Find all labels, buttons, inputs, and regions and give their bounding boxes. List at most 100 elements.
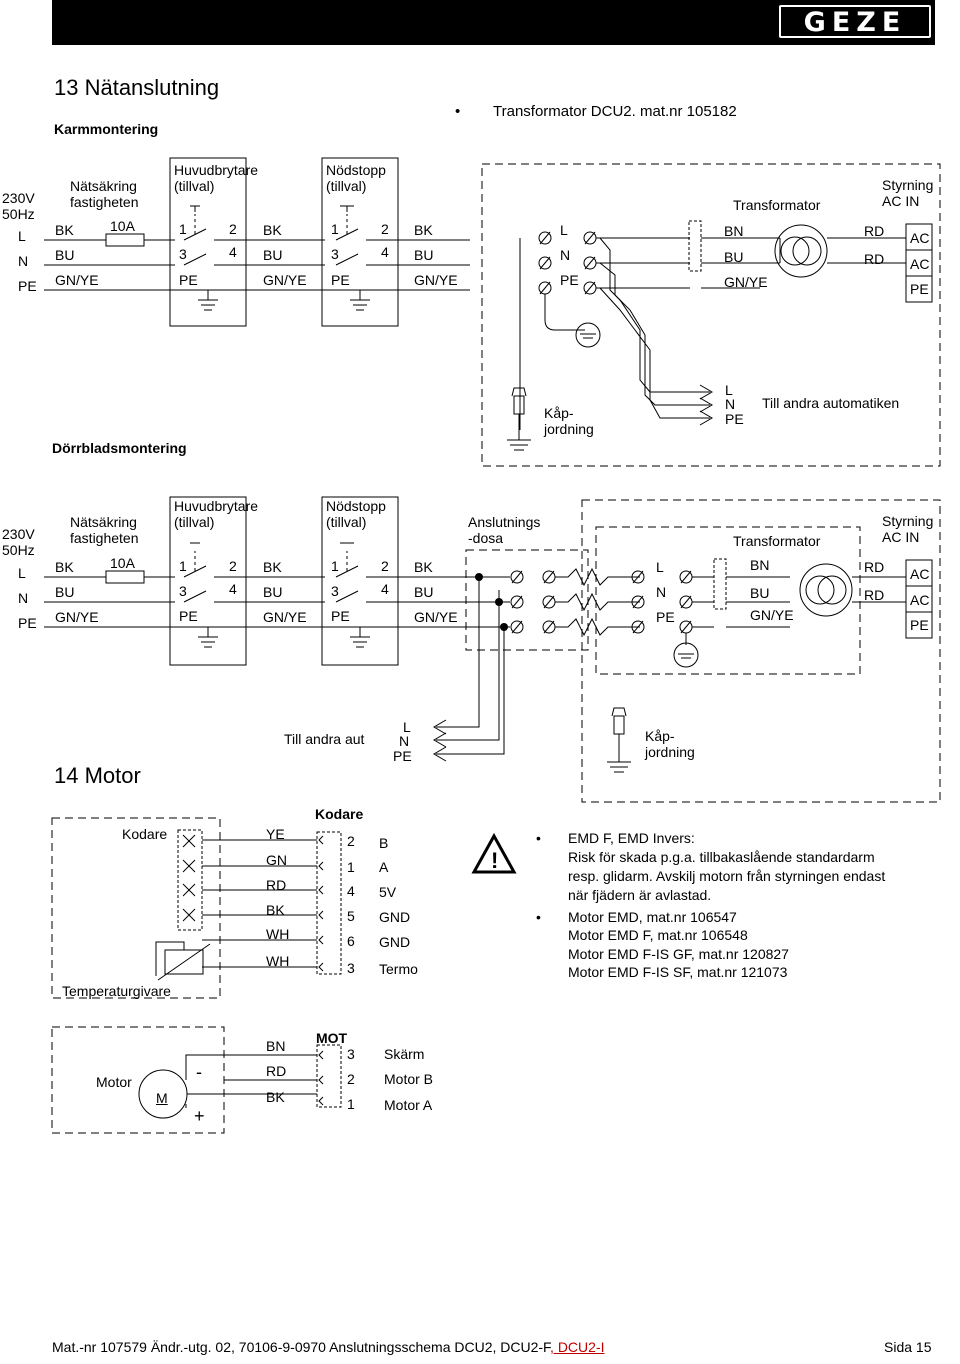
estop-title-2: Nödstopp — [326, 498, 386, 514]
svg-text:!: ! — [491, 848, 498, 873]
temperature-sensor-label: Temperaturgivare — [62, 983, 171, 999]
encoder-func-termo: Termo — [379, 961, 418, 977]
warning-icon — [471, 832, 517, 874]
label-RD-a-2: RD — [864, 559, 885, 575]
label-GNYE-out-2: GN/YE — [414, 609, 458, 625]
mot-pin-1: 1 — [347, 1096, 355, 1112]
transformer-symbol-1 — [774, 224, 828, 278]
encoder-func-GND-2: GND — [379, 934, 411, 950]
fuse-title-2: fastigheten — [70, 194, 139, 210]
main-switch-subtitle-1: (tillval) — [174, 178, 215, 194]
label-BN-2: BN — [750, 557, 770, 573]
label-BK-mid-2: BK — [263, 559, 282, 575]
label-BU-out-2: BU — [414, 584, 434, 600]
estop-pin-pe: PE — [331, 272, 350, 288]
label-BU-mid-1: BU — [263, 247, 283, 263]
control-unit-outline-1 — [481, 163, 941, 467]
ac-in-2pe: PE — [910, 617, 929, 633]
label-GNYE-mid-2: GN/YE — [263, 609, 307, 625]
transformer-bullet-text: Transformator DCU2. mat.nr 105182 — [493, 103, 737, 120]
motor-wire-BN: BN — [266, 1038, 286, 1054]
bullet-dot: • — [455, 103, 461, 120]
ac-in-1pe: PE — [910, 281, 929, 297]
estop2-pin-4: 4 — [381, 581, 389, 597]
motor-minus: - — [196, 1062, 202, 1082]
estop2-pin-2: 2 — [381, 558, 389, 574]
footer-page-number: Sida 15 — [884, 1339, 932, 1355]
label-BK-in-1: BK — [55, 222, 74, 238]
kap-label-1b: jordning — [544, 421, 594, 437]
label-GNYE-in-1: GN/YE — [55, 272, 99, 288]
main-switch-title-2: Huvudbrytare — [174, 498, 259, 514]
control-subtitle-1: AC IN — [882, 193, 920, 209]
label-BU-mid-2: BU — [263, 584, 283, 600]
supply-voltage-1: 230V — [2, 190, 35, 206]
note-line-6: Motor EMD F, mat.nr 106548 — [568, 927, 748, 943]
label-BU-tr-2: BU — [750, 585, 770, 601]
motor-label: Motor — [96, 1074, 132, 1090]
label-BU-in-1: BU — [55, 247, 75, 263]
estop2-pin-pe: PE — [331, 608, 350, 624]
term-N-2: N — [656, 584, 667, 600]
supply-freq-1: 50Hz — [2, 206, 35, 222]
section-13-title: 13 Nätanslutning — [54, 75, 220, 100]
wire-color-YE: YE — [266, 826, 285, 842]
label-BK-out-1: BK — [414, 222, 433, 238]
label-BK-out-2: BK — [414, 559, 433, 575]
till-PE-2: PE — [393, 748, 412, 764]
kap-label-2b: jordning — [645, 744, 695, 760]
mot-connector — [316, 1044, 342, 1108]
label-BK-in-2: BK — [55, 559, 74, 575]
footer-link[interactable]: , DCU2-I — [550, 1339, 605, 1355]
sw2-pin-1: 1 — [179, 558, 187, 574]
supply-voltage-2: 230V — [2, 526, 35, 542]
sw-pin-4: 4 — [229, 244, 237, 260]
label-GNYE-out-1: GN/YE — [414, 272, 458, 288]
footer-doc-info: Mat.-nr 107579 Ändr.-utg. 02, 70106-9-09… — [52, 1339, 551, 1355]
transformer-label-1: Transformator — [733, 197, 821, 213]
wire-color-GN: GN — [266, 852, 287, 868]
estop-box-2 — [321, 496, 399, 666]
term-L-1: L — [560, 222, 568, 238]
mot-func-skarm: Skärm — [384, 1046, 425, 1062]
note-line-5: Motor EMD, mat.nr 106547 — [568, 909, 737, 925]
encoder-pin-2: 2 — [347, 833, 355, 849]
fuse-10a-1 — [105, 233, 145, 247]
estop2-pin-1: 1 — [331, 558, 339, 574]
note-line-4: när fjädern är avlastad. — [568, 887, 712, 903]
sw2-pin-4: 4 — [229, 581, 237, 597]
sw-pin-3: 3 — [179, 246, 187, 262]
label-GNYE-tr-2: GN/YE — [750, 607, 794, 623]
estop-pin-1: 1 — [331, 221, 339, 237]
till-andra-automatiken: Till andra automatiken — [762, 395, 900, 411]
term-L-2: L — [656, 559, 664, 575]
label-BK-mid-1: BK — [263, 222, 282, 238]
mot-pin-2: 2 — [347, 1071, 355, 1087]
till-L-1: L — [725, 382, 733, 398]
mot-title: MOT — [316, 1030, 348, 1046]
label-GNYE-in-2: GN/YE — [55, 609, 99, 625]
label-GNYE-tr-1: GN/YE — [724, 274, 768, 290]
till-andra-aut: Till andra aut — [284, 731, 365, 747]
estop-pin-2: 2 — [381, 221, 389, 237]
encoder-pin-4: 4 — [347, 883, 355, 899]
wire-color-BK: BK — [266, 902, 285, 918]
estop-pin-4: 4 — [381, 244, 389, 260]
sw2-pin-2: 2 — [229, 558, 237, 574]
motor-letter: M — [156, 1090, 168, 1106]
till-PE-1: PE — [725, 411, 744, 427]
subtitle-dorrbladsmontering: Dörrbladsmontering — [52, 440, 187, 456]
main-switch-box-1 — [169, 157, 247, 327]
label-L-1: L — [18, 228, 26, 244]
encoder-connector — [316, 831, 342, 975]
fuse-title-3: Nätsäkring — [70, 514, 137, 530]
fuse-title-1: Nätsäkring — [70, 178, 137, 194]
label-GNYE-mid-1: GN/YE — [263, 272, 307, 288]
term-N-1: N — [560, 247, 571, 263]
till-L-2: L — [403, 719, 411, 735]
geze-logo: GEZE — [779, 5, 931, 38]
note-line-3: resp. glidarm. Avskilj motorn från styrn… — [568, 868, 886, 884]
kap-label-1a: Kåp- — [544, 405, 574, 421]
motor-encoder-outline — [51, 817, 221, 999]
sw-pin-2: 2 — [229, 221, 237, 237]
